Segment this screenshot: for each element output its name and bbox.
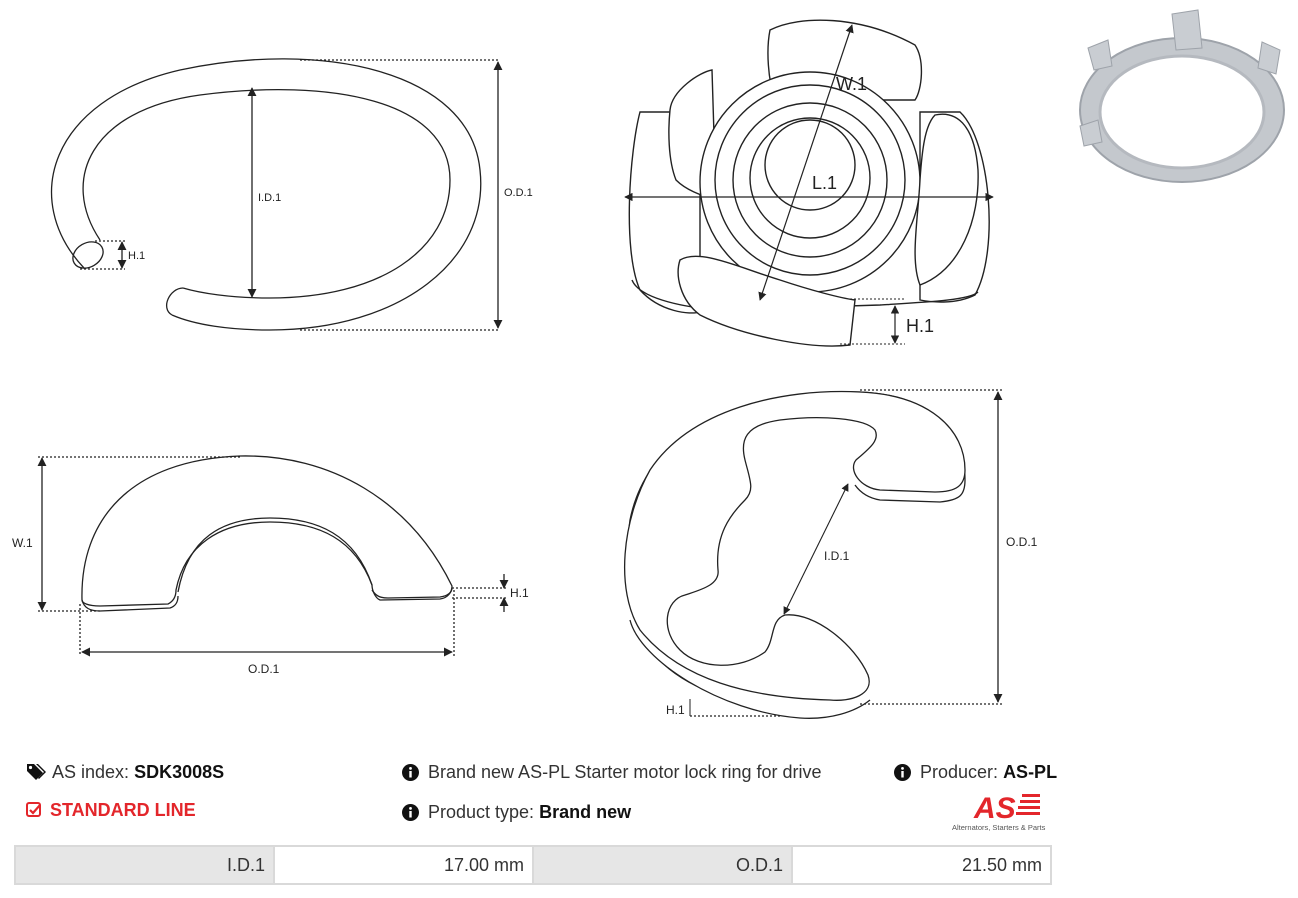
as-pl-logo: AS Alternators, Starters & Parts [952, 792, 1046, 832]
e-clip-id-label: I.D.1 [824, 549, 850, 563]
product-type-label: Product type: [428, 802, 535, 822]
producer: Producer: AS-PL [894, 762, 1057, 783]
product-type: Product type: Brand new [402, 802, 631, 823]
standard-line: STANDARD LINE [26, 800, 196, 821]
product-photo [1079, 9, 1285, 183]
top-view-h-label: H.1 [906, 316, 934, 336]
half-ring-w-label: W.1 [12, 536, 33, 550]
spec-table: I.D.1 17.00 mm O.D.1 21.50 mm [14, 845, 1052, 885]
standard-line-label: STANDARD LINE [50, 800, 196, 820]
as-index: AS index: SDK3008S [26, 762, 224, 783]
top-view-l-label: L.1 [812, 173, 837, 193]
top-view-w-label: W.1 [836, 74, 867, 94]
e-clip-h-label: H.1 [666, 703, 685, 717]
info-icon [402, 764, 420, 782]
producer-label: Producer: [920, 762, 999, 782]
producer-value: AS-PL [1003, 762, 1058, 782]
description: Brand new AS-PL Starter motor lock ring … [402, 762, 822, 783]
spec-label: O.D.1 [532, 845, 793, 885]
technical-drawings: I.D.1 O.D.1 H.1 W.1 L.1 H.1 [12, 9, 1285, 719]
ring-drawing [51, 58, 503, 331]
as-index-label: AS index: [52, 762, 130, 782]
info-icon [894, 764, 912, 782]
ring-od-label: O.D.1 [504, 187, 533, 199]
half-ring-drawing [37, 455, 509, 657]
half-ring-od-label: O.D.1 [248, 662, 280, 676]
half-ring-h-label: H.1 [510, 586, 529, 600]
e-clip-od-label: O.D.1 [1006, 535, 1038, 549]
spec-row: I.D.1 17.00 mm O.D.1 21.50 mm [14, 845, 1052, 885]
logo-tagline: Alternators, Starters & Parts [952, 823, 1046, 832]
ring-h-label: H.1 [128, 250, 145, 262]
product-type-value: Brand new [539, 802, 632, 822]
description-text: Brand new AS-PL Starter motor lock ring … [428, 762, 822, 782]
logo-mark: AS [973, 792, 1016, 825]
checkbox-icon [26, 802, 42, 818]
e-clip-drawing [623, 389, 1003, 719]
info-icon [402, 804, 420, 822]
spec-value: 17.00 mm [273, 845, 534, 885]
spec-value: 21.50 mm [791, 845, 1052, 885]
top-view-drawing [624, 19, 994, 347]
as-index-value: SDK3008S [134, 762, 225, 782]
spec-label: I.D.1 [14, 845, 275, 885]
tags-icon [26, 763, 46, 781]
ring-id-label: I.D.1 [258, 192, 281, 204]
